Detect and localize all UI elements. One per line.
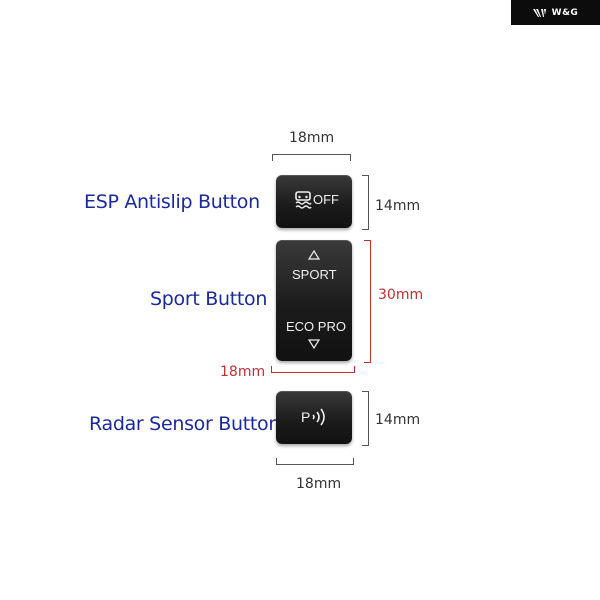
radar-sensor-label: Radar Sensor Button [89, 413, 281, 435]
eco-pro-text: ECO PRO [286, 319, 346, 334]
sport-width-label: 18mm [220, 364, 266, 380]
esp-antislip-label: ESP Antislip Button [84, 191, 260, 213]
radar-height-label: 14mm [375, 412, 421, 428]
arrow-up-icon [308, 250, 320, 260]
wings-icon [532, 8, 546, 17]
radar-width-bracket [276, 458, 354, 465]
esp-car-skid-icon [295, 191, 312, 209]
esp-height-label: 14mm [375, 198, 421, 214]
esp-width-label: 18mm [289, 130, 335, 146]
radar-sensor-button[interactable]: P [276, 391, 352, 444]
brand-logo: W&G [511, 0, 600, 25]
radar-width-label: 18mm [296, 476, 342, 492]
esp-height-bracket [362, 175, 369, 230]
esp-antislip-button[interactable]: OFF [276, 175, 352, 228]
sport-button-label: Sport Button [150, 288, 268, 310]
sport-height-label: 30mm [378, 287, 424, 303]
sport-eco-pro-button[interactable]: SPORT ECO PRO [276, 240, 352, 361]
brand-logo-text: W&G [551, 7, 579, 18]
sport-width-bracket [271, 366, 355, 373]
sport-height-bracket [364, 240, 371, 363]
radar-height-bracket [362, 391, 369, 446]
esp-off-text: OFF [313, 192, 339, 207]
arrow-down-icon [308, 339, 320, 349]
radar-waves-icon [312, 408, 325, 426]
esp-width-bracket [272, 154, 351, 161]
sport-text: SPORT [292, 267, 337, 282]
park-p-text: P [301, 409, 311, 425]
